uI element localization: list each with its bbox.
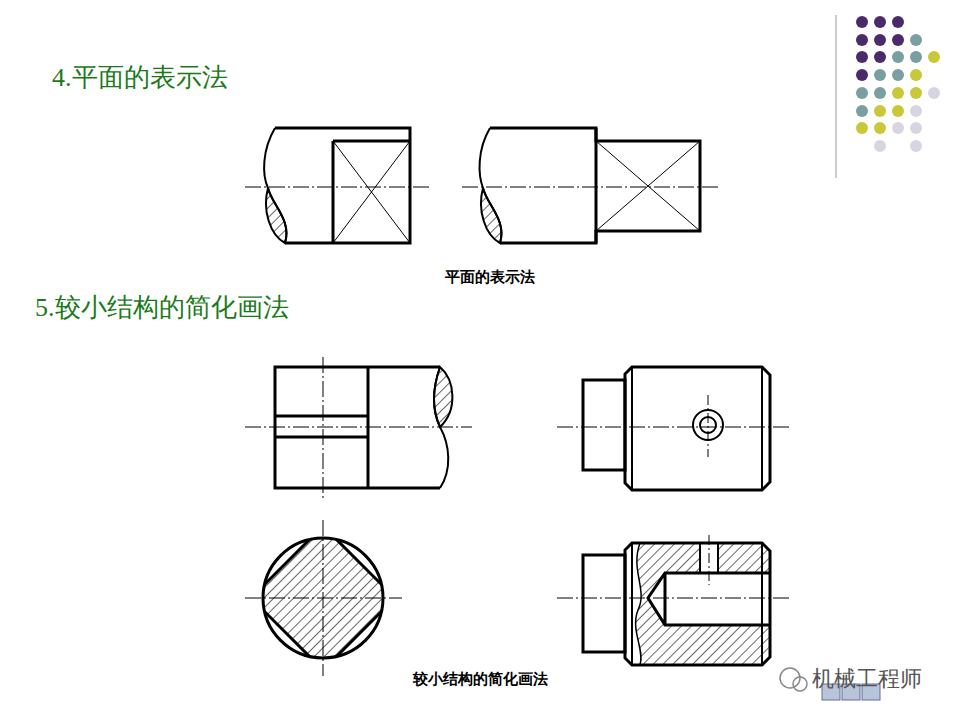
square-section-figure [245, 520, 402, 676]
figure-caption: 较小结构的简化画法 [413, 670, 548, 689]
figure-caption: 平面的表示法 [445, 268, 535, 287]
body-small-hole-figure [557, 367, 790, 490]
section-heading: 4.平面的表示法 [52, 60, 228, 95]
shaft-step-flat-figure [462, 128, 720, 243]
partial-section-figure [557, 535, 790, 665]
watermark-icon [780, 668, 807, 691]
decor-dots [836, 15, 940, 178]
watermark: 机械工程师 [812, 664, 922, 694]
slotted-shaft-figure [245, 357, 472, 500]
section-heading: 5.较小结构的简化画法 [35, 290, 289, 325]
shaft-flat-figure [245, 128, 432, 243]
